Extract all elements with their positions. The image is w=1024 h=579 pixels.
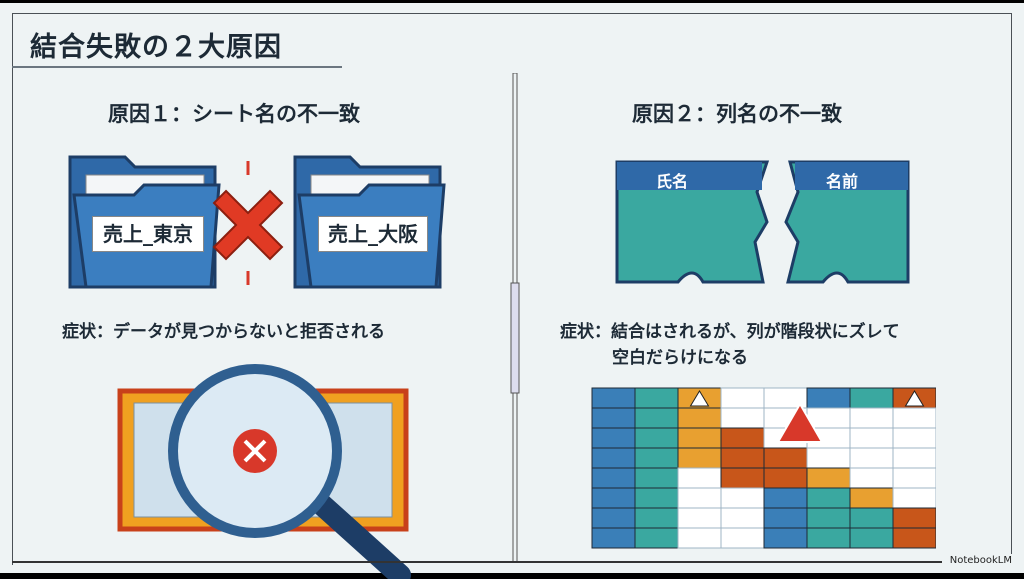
cause2-heading: 原因２：列名の不一致 xyxy=(632,102,842,126)
warning-icon xyxy=(776,402,824,443)
grid-cell xyxy=(892,487,936,509)
grid-cell xyxy=(677,447,722,469)
grid-cell xyxy=(634,467,679,489)
magnifier-icon xyxy=(168,364,411,579)
grid-cell xyxy=(720,507,765,529)
grid-cell xyxy=(763,527,808,549)
folder-label-right: 売上_大阪 xyxy=(318,216,428,252)
grid-cell xyxy=(806,507,851,529)
cause2-symptom-line2: 空白だらけになる xyxy=(612,348,748,368)
grid-cell xyxy=(720,527,765,549)
grid-cell xyxy=(720,407,765,429)
grid-cell xyxy=(892,467,936,489)
grid-cell xyxy=(591,407,636,429)
grid-cell xyxy=(720,447,765,469)
grid-cell xyxy=(892,447,936,469)
error-x-icon xyxy=(212,161,284,285)
bottom-rule xyxy=(12,561,942,563)
grid-cell xyxy=(849,527,894,549)
puzzle-piece-left xyxy=(615,160,770,284)
grid-cell xyxy=(849,487,894,509)
grid-cell xyxy=(849,387,894,409)
frame xyxy=(12,13,1012,565)
grid-cell xyxy=(591,487,636,509)
grid-cell xyxy=(677,467,722,489)
grid-cell xyxy=(677,527,722,549)
puzzle-illustration xyxy=(615,160,910,284)
page-title: 結合失敗の２大原因 xyxy=(30,32,282,63)
grid-cell xyxy=(763,447,808,469)
grid-cell xyxy=(806,447,851,469)
center-divider xyxy=(510,73,520,563)
grid-cell xyxy=(634,507,679,529)
folder-label-left: 売上_東京 xyxy=(92,216,204,252)
magnifier-illustration xyxy=(117,364,411,579)
grid-cell xyxy=(591,507,636,529)
grid-cell xyxy=(849,447,894,469)
puzzle-piece-right xyxy=(784,160,910,284)
grid-cell xyxy=(849,467,894,489)
grid-cell xyxy=(892,507,936,529)
grid-cell xyxy=(892,427,936,449)
folders-illustration xyxy=(68,155,446,289)
puzzle-right-header: 名前 xyxy=(826,172,859,191)
grid-cell xyxy=(849,427,894,449)
warning-icon xyxy=(904,390,925,407)
grid-cell xyxy=(720,487,765,509)
grid-cell xyxy=(720,467,765,489)
grid-cell xyxy=(806,487,851,509)
grid-cell xyxy=(677,487,722,509)
grid-cell xyxy=(806,527,851,549)
slide: 結合失敗の２大原因 原因１：シート名の不一致 売上_東京 売上_大阪 症状：デー… xyxy=(0,3,1024,579)
title-underline xyxy=(12,66,342,68)
grid-cell xyxy=(591,467,636,489)
grid-cell xyxy=(763,487,808,509)
grid-cell xyxy=(763,507,808,529)
grid-cell xyxy=(591,427,636,449)
grid-cell xyxy=(677,507,722,529)
grid-cell xyxy=(806,387,851,409)
grid-cell xyxy=(806,467,851,489)
cause1-symptom: 症状：データが見つからないと拒否される xyxy=(62,322,385,342)
cause2-symptom-line1: 症状：結合はされるが、列が階段状にズレて xyxy=(560,322,900,342)
puzzle-left-header: 氏名 xyxy=(656,172,689,191)
grid-cell xyxy=(634,407,679,429)
grid-cell xyxy=(720,427,765,449)
warning-icon xyxy=(689,390,710,407)
cause1-heading: 原因１：シート名の不一致 xyxy=(108,102,360,126)
grid-cell xyxy=(892,527,936,549)
grid-cell xyxy=(634,447,679,469)
misaligned-grid xyxy=(591,387,936,549)
grid-cell xyxy=(677,427,722,449)
grid-cell xyxy=(763,467,808,489)
grid-cell xyxy=(849,507,894,529)
grid-cell xyxy=(677,407,722,429)
grid-cell xyxy=(806,407,851,429)
grid-cell xyxy=(591,447,636,469)
grid-cell xyxy=(849,407,894,429)
grid-cell xyxy=(720,387,765,409)
grid-cell xyxy=(634,387,679,409)
notebooklm-watermark: NotebookLM xyxy=(945,554,1016,567)
grid-cell xyxy=(892,407,936,429)
grid-cell xyxy=(591,387,636,409)
grid-cell xyxy=(634,427,679,449)
grid-cell xyxy=(634,527,679,549)
grid-cell xyxy=(591,527,636,549)
grid-cell xyxy=(634,487,679,509)
